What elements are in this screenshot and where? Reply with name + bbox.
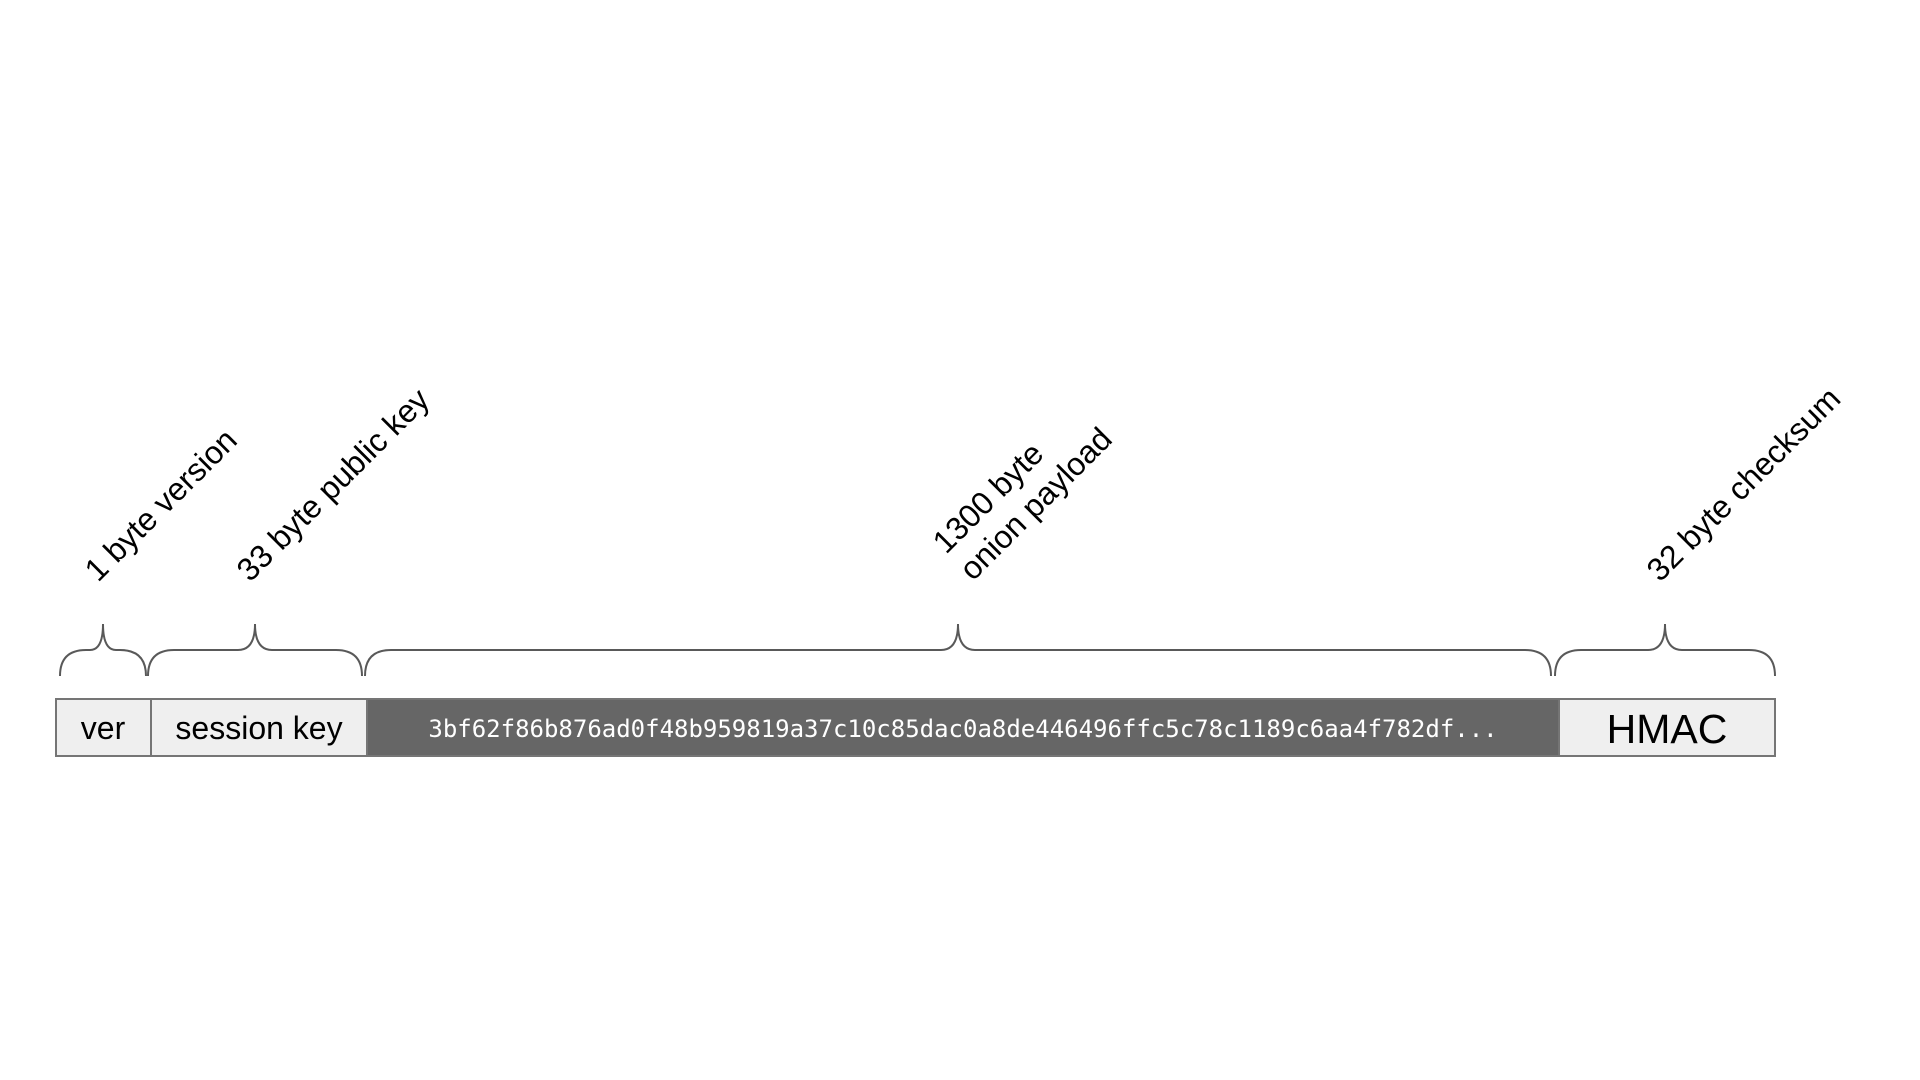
annotation-payload: 1300 byte onion payload	[925, 394, 1118, 587]
field-session-key-cell	[150, 698, 368, 757]
field-payload-cell	[366, 698, 1560, 757]
annotation-session-key: 33 byte public key	[229, 381, 436, 588]
packet-bar: ver session key 3bf62f86b876ad0f48b95981…	[55, 698, 1776, 757]
brace-session-key	[147, 623, 363, 677]
annotation-hmac: 32 byte checksum	[1639, 380, 1847, 588]
field-version-cell	[55, 698, 152, 757]
brace-hmac	[1554, 623, 1776, 677]
field-hmac-cell	[1558, 698, 1776, 757]
field-version-label: ver	[81, 710, 126, 746]
annotation-version: 1 byte version	[77, 422, 243, 588]
field-session-key-label: session key	[175, 710, 342, 746]
field-payload-hex: 3bf62f86b876ad0f48b959819a37c10c85dac0a8…	[428, 715, 1497, 743]
braces	[59, 623, 1776, 677]
field-hmac-label: HMAC	[1607, 706, 1728, 752]
annotations: 1 byte version 33 byte public key 1300 b…	[77, 380, 1847, 588]
brace-payload	[364, 623, 1552, 677]
brace-version	[59, 623, 147, 677]
